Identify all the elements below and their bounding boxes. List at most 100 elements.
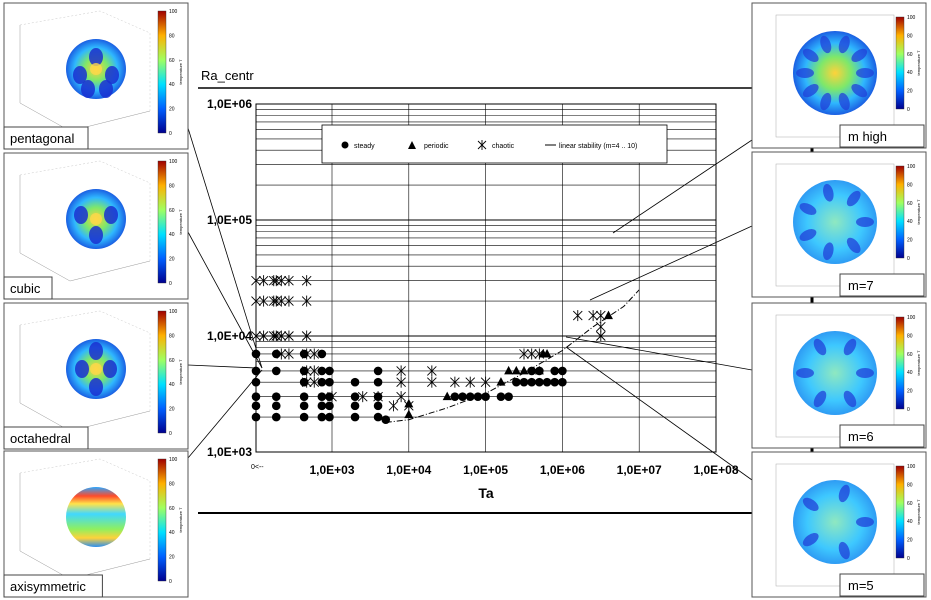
cold-blob <box>89 226 103 244</box>
point-steady <box>558 366 567 376</box>
plot-axes <box>775 463 895 587</box>
colorbar-tick: 80 <box>169 481 175 487</box>
cold-lobe <box>846 237 861 254</box>
cold-lobe <box>802 83 819 98</box>
colorbar-title: temperature T <box>178 59 183 85</box>
colorbar-tick: 100 <box>169 9 178 15</box>
connector-octahedral <box>187 364 257 369</box>
x-tick-label: 1,0E+07 <box>617 463 662 477</box>
point-steady <box>373 412 383 422</box>
connector-lines <box>187 127 753 481</box>
axes-box <box>19 473 151 580</box>
disk <box>793 331 877 415</box>
point-steady <box>350 392 360 401</box>
colorbar-title: temperature T <box>916 199 921 225</box>
point-steady <box>519 377 529 387</box>
colorbar-tick: 80 <box>907 182 913 188</box>
colorbar-tick: 0 <box>907 407 910 413</box>
panel-label: m=7 <box>848 278 874 293</box>
point-steady <box>317 349 327 359</box>
colorbar-tick: 60 <box>907 352 913 358</box>
colorbar-tick: 80 <box>169 33 175 39</box>
colorbar-tick: 20 <box>169 555 175 561</box>
colorbar-tick: 40 <box>169 82 175 88</box>
colorbar-tick: 100 <box>169 159 178 165</box>
panel-label-box <box>3 276 53 300</box>
cold-lobe <box>799 203 817 215</box>
point-chaotic <box>427 376 437 388</box>
colorbar-tick: 100 <box>907 464 916 470</box>
point-periodic <box>519 365 529 375</box>
point-steady <box>350 377 360 387</box>
colorbar-tick: 0 <box>907 256 910 262</box>
panel-label: m=5 <box>848 578 874 593</box>
panel-label: axisymmetric <box>10 579 86 594</box>
point-chaotic <box>388 400 399 412</box>
point-chaotic <box>276 330 287 342</box>
point-chaotic <box>534 348 545 360</box>
axes-box <box>19 325 151 432</box>
legend-periodic: periodic <box>424 143 449 150</box>
point-steady <box>251 401 261 411</box>
panel-label: pentagonal <box>10 131 74 146</box>
y-tick-label: 1,0E+04 <box>207 329 252 343</box>
colorbar-tick: 40 <box>169 530 175 536</box>
point-chaotic <box>396 376 406 388</box>
point-steady <box>350 401 360 411</box>
point-chaotic <box>519 348 529 360</box>
legend-chaotic-marker <box>477 140 487 150</box>
colorbar-title: temperature T <box>178 507 183 533</box>
cold-blob <box>105 66 119 84</box>
point-steady <box>450 392 460 401</box>
colorbar-tick: 0 <box>907 107 910 113</box>
cold-blob <box>74 206 88 224</box>
cold-lobe <box>802 497 819 512</box>
colorbar-tick: 100 <box>907 15 916 21</box>
left-colorbar <box>157 10 167 134</box>
point-chaotic <box>284 348 294 360</box>
axes-box <box>19 25 151 132</box>
colorbar-tick: 60 <box>907 52 913 58</box>
point-chaotic <box>357 391 368 403</box>
x-tick-label: 1,0E+04 <box>386 463 431 477</box>
connector-axisymmetric <box>187 369 263 459</box>
point-chaotic <box>301 365 312 377</box>
legend-steady: steady <box>354 143 375 150</box>
x-tick-label: 1,0E+06 <box>540 463 585 477</box>
point-steady <box>465 392 475 401</box>
cold-lobe <box>856 517 874 527</box>
colorbar-tick: 20 <box>907 89 913 95</box>
point-chaotic <box>301 376 312 388</box>
colorbar-title: temperature T <box>916 499 921 525</box>
colorbar-tick: 40 <box>169 232 175 238</box>
axes-box <box>19 175 151 282</box>
point-steady <box>350 412 360 422</box>
colorbar-tick: 80 <box>907 333 913 339</box>
point-steady <box>504 392 513 401</box>
legend-linear: linear stability (m=4 .. 10) <box>559 143 637 150</box>
point-steady <box>271 349 281 359</box>
point-chaotic <box>251 275 261 287</box>
colorbar-tick: 60 <box>907 201 913 207</box>
colorbar-tick: 40 <box>907 219 913 225</box>
point-chaotic <box>284 330 294 342</box>
panel-label-box <box>839 573 925 597</box>
point-steady <box>317 392 327 401</box>
x-tick-label: 1,0E+05 <box>463 463 508 477</box>
point-steady <box>527 366 536 376</box>
cold-lobe <box>838 541 850 560</box>
connector-pentagonal <box>187 127 263 369</box>
colorbar-tick: 100 <box>169 309 178 315</box>
point-steady <box>373 401 383 411</box>
plot-axes <box>775 14 895 138</box>
legend-steady-marker <box>341 141 349 149</box>
point-steady <box>458 392 467 401</box>
cold-lobe <box>820 92 832 111</box>
cold-blob <box>75 360 89 378</box>
point-steady <box>251 412 261 422</box>
colorbar-tick: 40 <box>169 382 175 388</box>
